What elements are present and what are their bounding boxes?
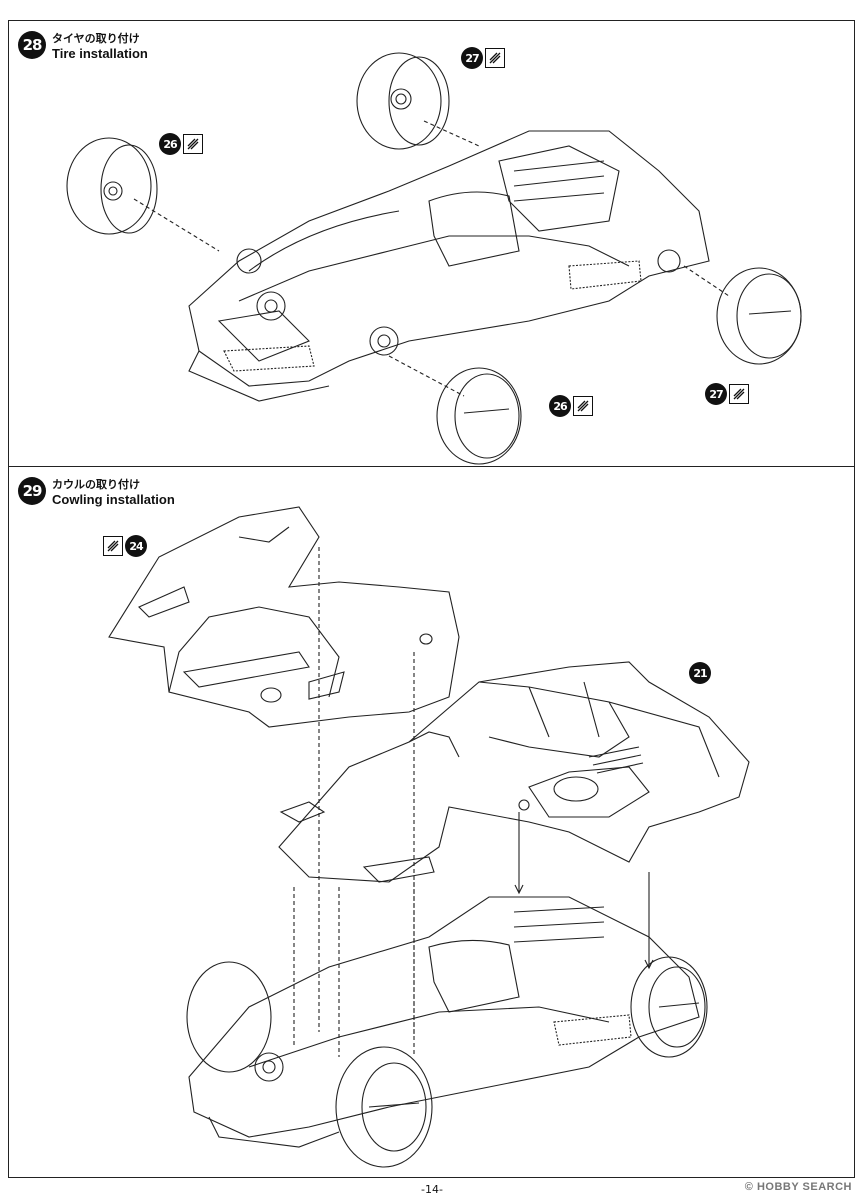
step-number: 28 [18,31,46,59]
part-number: 26 [549,395,571,417]
glue-tube-icon [573,396,593,416]
step-header: 29 カウルの取り付け Cowling installation [18,477,175,507]
chassis-outline [188,130,710,387]
step-28-panel: 28 タイヤの取り付け Tire installation [8,20,855,467]
part-number: 27 [705,383,727,405]
page-number: -14- [421,1183,443,1196]
glue-tube-icon [183,134,203,154]
glue-tube-icon [103,536,123,556]
part-number: 27 [461,47,483,69]
glue-tube-icon [729,384,749,404]
car-chassis-diagram [66,52,802,465]
step-title-jp: カウルの取り付け [52,478,140,491]
glue-tube-icon [485,48,505,68]
tire-rear-right [716,267,802,365]
callout-part-24: 24 [101,535,147,557]
part-number: 26 [159,133,181,155]
callout-part-27: 27 [461,47,507,69]
callout-part-26: 26 [549,395,595,417]
front-cowl-part-24 [108,506,460,728]
step-title-en: Cowling installation [52,492,175,507]
step-title-jp: タイヤの取り付け [52,32,140,45]
part-number: 24 [125,535,147,557]
tire-rear-left [356,52,450,150]
chassis-assembled [186,896,708,1168]
step-29-panel: 29 カウルの取り付け Cowling installation [8,466,855,1178]
tire-front-left [66,137,158,235]
tire-front-right [436,367,522,465]
callout-part-21: 21 [689,662,711,684]
step-number: 29 [18,477,46,505]
callout-part-27: 27 [705,383,751,405]
part-number: 21 [689,662,711,684]
callout-part-26: 26 [159,133,205,155]
step-title-en: Tire installation [52,46,148,61]
cowling-diagram [108,506,750,1168]
rear-cowl-part-21 [278,661,750,883]
step-header: 28 タイヤの取り付け Tire installation [18,31,148,61]
watermark: © HOBBY SEARCH [744,1181,852,1193]
